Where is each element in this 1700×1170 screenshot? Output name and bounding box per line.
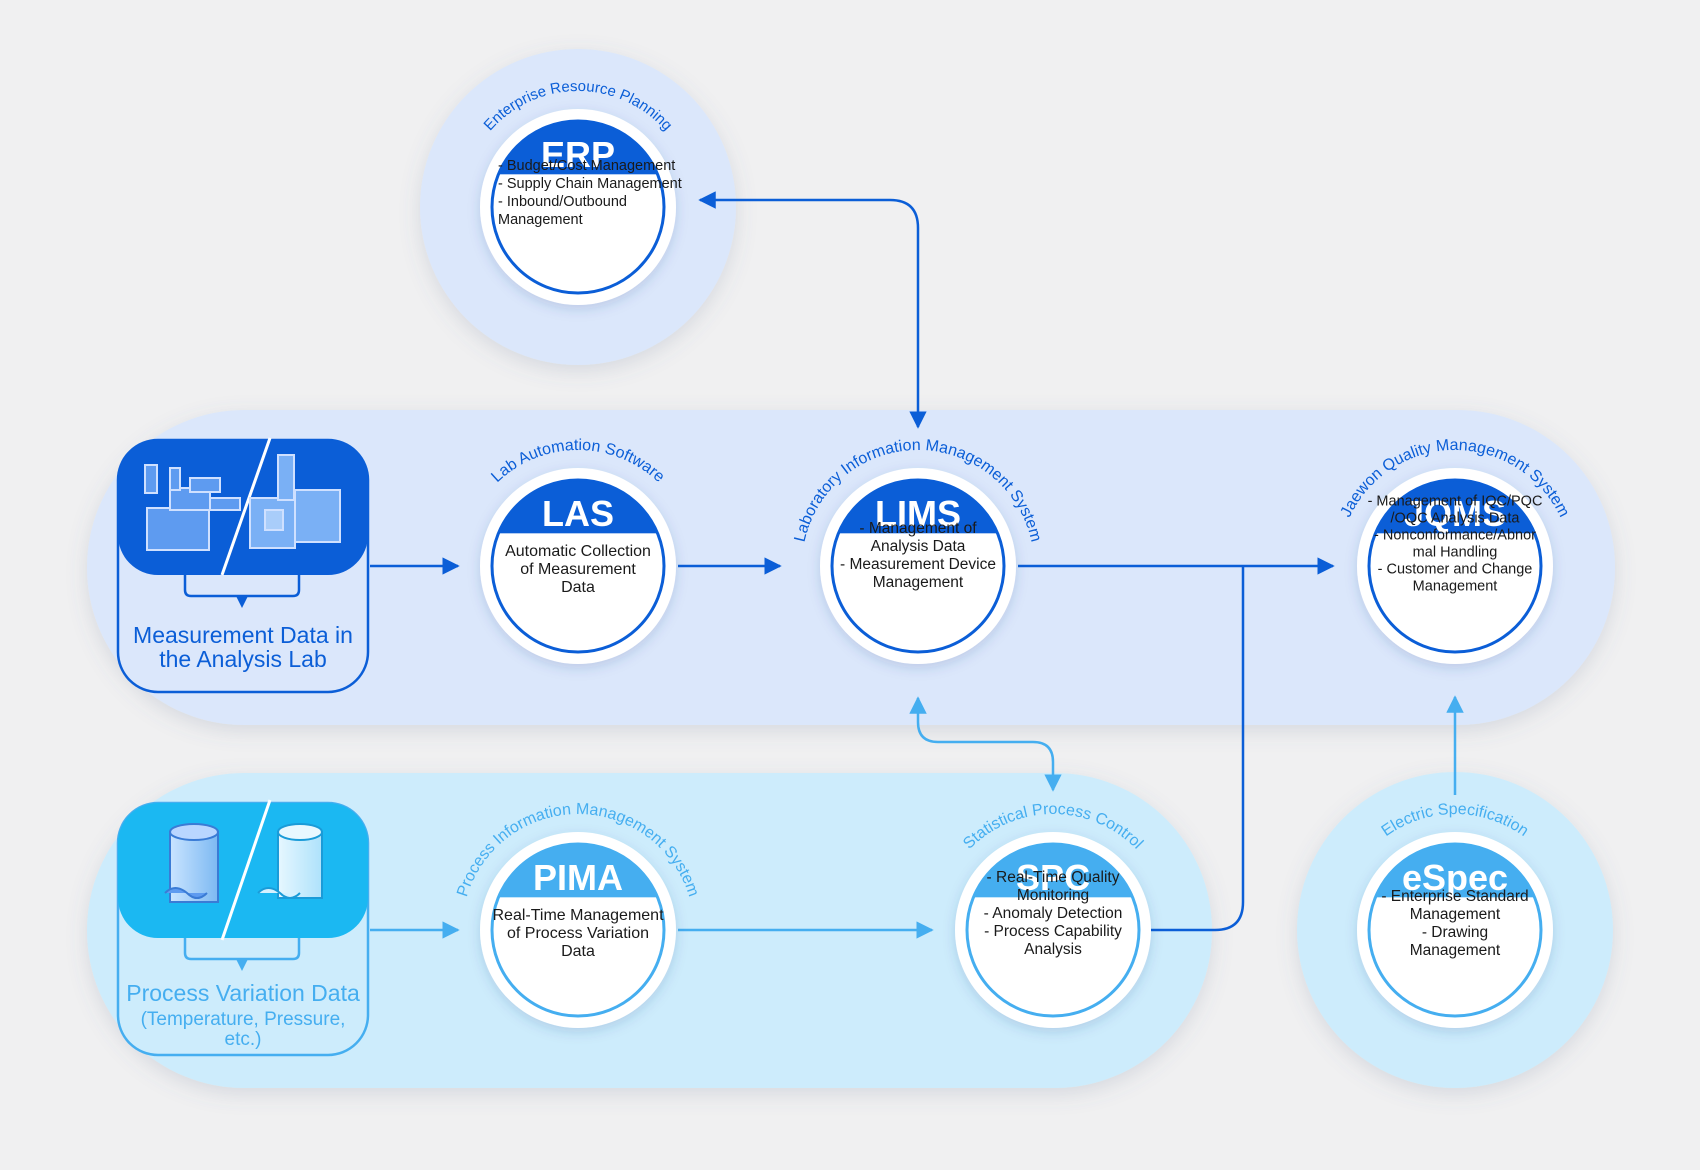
jqms-desc-line: /OQC Analysis Data [1391,511,1521,527]
espec-acronym: eSpec [1402,857,1508,898]
pima-desc-line: Data [561,943,595,960]
arrow-erp-lims [698,191,927,429]
jqms-desc-line: - Nonconformance/Abnor [1374,528,1536,544]
connectors [370,191,1464,939]
process-source-label-3: etc.) [225,1029,262,1050]
jqms-desc-line: mal Handling [1413,545,1498,561]
erp-desc-line: - Budget/Cost Management [498,158,675,174]
lims-acronym: LIMS [875,493,961,534]
spc-desc-line: Analysis [1024,941,1082,958]
pima-desc-line: Real-Time Management [492,907,664,924]
jqms-desc-line: - Management of IQC/PQC [1368,494,1543,510]
lims-desc-line: Analysis Data [871,538,966,555]
process-source-label-2: (Temperature, Pressure, [141,1009,346,1030]
las-acronym: LAS [542,493,614,534]
pima-acronym: PIMA [533,857,623,898]
process-icon-panel [118,803,368,938]
espec-desc-line: - Enterprise Standard [1381,888,1528,905]
lims-desc-line: Management [873,574,964,591]
lab-source-label-1: Measurement Data in [133,622,353,648]
erp-desc-line: Management [498,212,583,228]
jqms-acronym: JQMS [1404,493,1506,534]
process-source-label-1: Process Variation Data [126,980,360,1006]
spc-desc-line: Monitoring [1017,887,1089,904]
lims-node: Laboratory Information Management System… [792,437,1044,664]
lab-source-box: Measurement Data in the Analysis Lab [116,437,370,694]
las-desc-line: of Measurement [520,561,636,578]
process-source-box: Process Variation Data (Temperature, Pre… [116,799,370,1057]
erp-desc-line: - Inbound/Outbound [498,194,627,210]
jqms-desc-line: Management [1413,579,1498,595]
espec-desc-line: Management [1410,942,1501,959]
line-spc-to-jqms [1142,566,1245,932]
espec-desc-line: - Drawing [1422,924,1488,941]
lims-desc-line: - Management of [859,520,977,537]
lims-desc-line: - Measurement Device [840,556,996,573]
pima-node: Process Information Management SystemPIM… [454,801,702,1028]
arrow-lims-spc [909,696,1062,792]
erp-desc-line: - Supply Chain Management [498,176,682,192]
pima-desc-line: of Process Variation [507,925,649,942]
espec-desc-line: Management [1410,906,1501,923]
spc-desc-line: - Anomaly Detection [984,905,1123,922]
las-desc-line: Data [561,579,595,596]
jqms-desc-line: - Customer and Change [1378,562,1533,578]
erp-acronym: ERP [541,134,615,175]
storage-tank-icon [164,799,323,941]
lab-source-label-2: the Analysis Lab [159,646,327,672]
spc-desc-line: - Process Capability [984,923,1122,940]
spc-desc-line: - Real-Time Quality [987,869,1120,886]
las-desc-line: Automatic Collection [505,543,651,560]
spc-acronym: SPC [1016,857,1090,898]
lab-equipment-icon [144,437,341,576]
